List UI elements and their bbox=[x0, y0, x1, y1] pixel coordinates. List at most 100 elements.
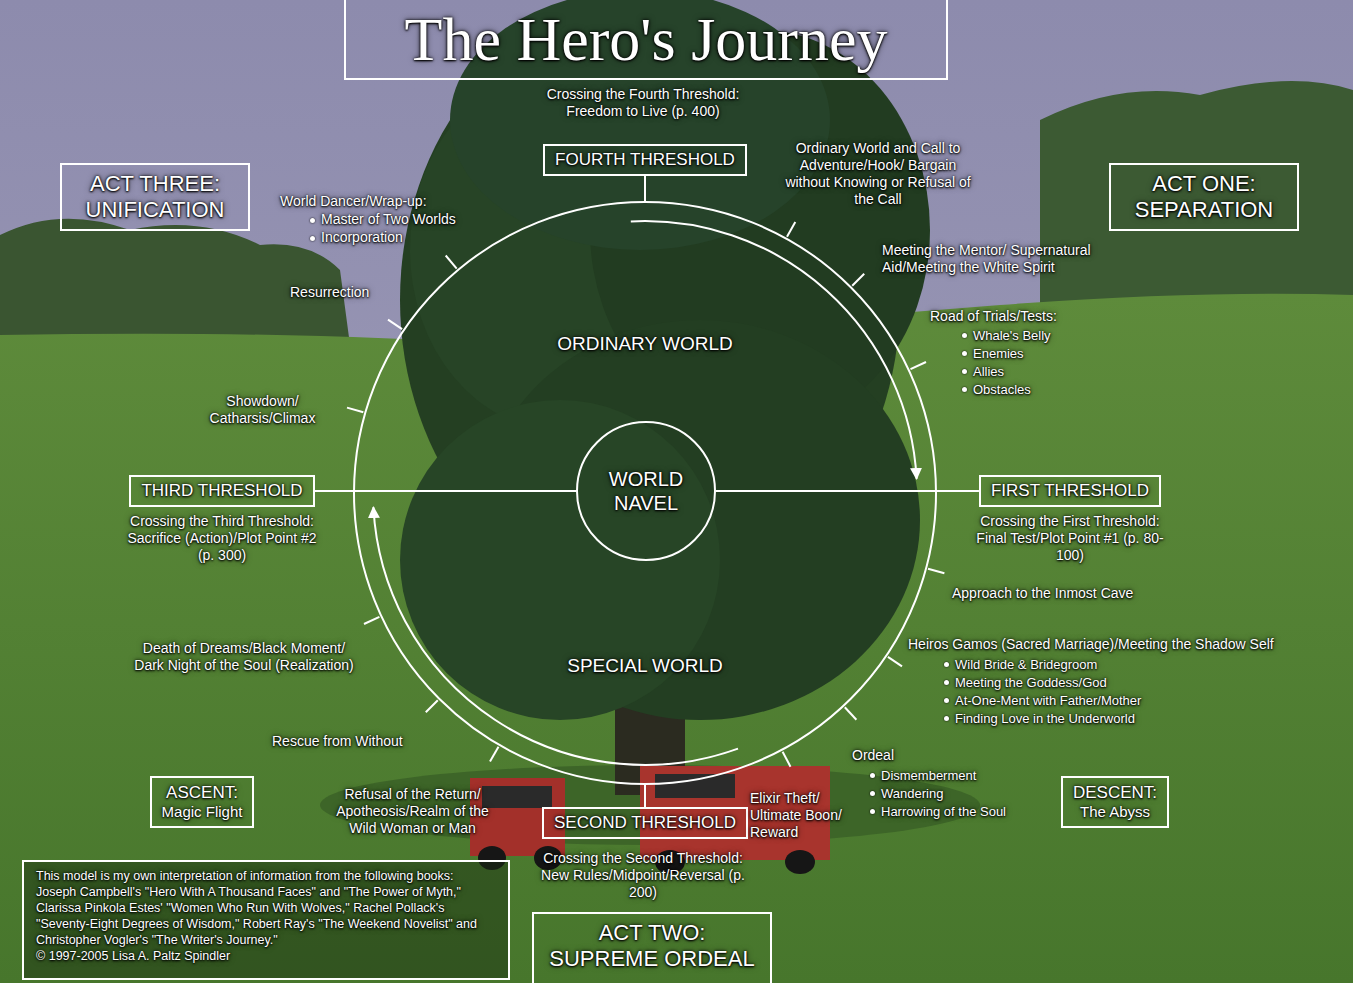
bullet-text: Dismemberment bbox=[881, 767, 976, 784]
node-text: ASCENT: bbox=[162, 783, 243, 803]
annotation-text: Showdown/ Catharsis/Climax bbox=[200, 393, 325, 427]
circle-outline bbox=[577, 422, 715, 560]
bullet-item: Wandering bbox=[870, 785, 943, 802]
annotation: Elixir Theft/ Ultimate Boon/ Reward bbox=[750, 790, 858, 841]
outlined-box: ACT THREE: UNIFICATION bbox=[60, 163, 250, 231]
bullet-text: Obstacles bbox=[973, 381, 1031, 398]
bullet-dot bbox=[944, 698, 949, 703]
circle-outline bbox=[354, 202, 936, 784]
connector-line bbox=[644, 785, 646, 807]
bullet-item: At-One-Ment with Father/Mother bbox=[944, 692, 1141, 709]
node-text: SECOND THRESHOLD bbox=[554, 813, 736, 833]
bullet-dot bbox=[944, 716, 949, 721]
title-text: The Hero's Journey bbox=[346, 0, 946, 74]
annotation: Showdown/ Catharsis/Climax bbox=[200, 393, 325, 427]
annotation-text: Ordinary World and Call to Adventure/Hoo… bbox=[778, 140, 978, 208]
leader-tick bbox=[364, 617, 379, 624]
bullet-text: Meeting the Goddess/God bbox=[955, 674, 1107, 691]
annotation: Heiros Gamos (Sacred Marriage)/Meeting t… bbox=[908, 636, 1274, 653]
annotation: Ordeal bbox=[852, 747, 894, 764]
node-text: The Abyss bbox=[1073, 803, 1157, 821]
annotation: Meeting the Mentor/ Supernatural Aid/Mee… bbox=[882, 242, 1152, 276]
annotation-text: Crossing the Third Threshold: Sacrifice … bbox=[122, 513, 322, 564]
bullet-item: Incorporation bbox=[310, 229, 403, 246]
annotation: Crossing the Third Threshold: Sacrifice … bbox=[122, 513, 322, 564]
far-trees bbox=[0, 219, 350, 345]
node-text: Magic Flight bbox=[162, 803, 243, 821]
leader-tick bbox=[490, 747, 499, 762]
outlined-box: ASCENT:Magic Flight bbox=[150, 776, 255, 828]
annotation-text: Ordeal bbox=[852, 747, 894, 764]
outlined-box: ACT ONE: SEPARATION bbox=[1109, 163, 1299, 231]
bullet-item: Finding Love in the Underworld bbox=[944, 710, 1135, 727]
bullet-item: Wild Bride & Bridegroom bbox=[944, 656, 1097, 673]
leader-tick bbox=[911, 362, 927, 369]
node-text: FIRST THRESHOLD bbox=[991, 481, 1149, 501]
annotation: Approach to the Inmost Cave bbox=[952, 585, 1133, 602]
circle-node: WORLD NAVEL bbox=[576, 421, 716, 561]
node-text: © 1997-2005 Lisa A. Paltz Spindler bbox=[36, 948, 496, 964]
annotation-text: Heiros Gamos (Sacred Marriage)/Meeting t… bbox=[908, 636, 1274, 653]
node-text: FOURTH THRESHOLD bbox=[555, 150, 735, 170]
jeep-wheel bbox=[785, 850, 815, 874]
outlined-box: DESCENT:The Abyss bbox=[1061, 776, 1169, 828]
node-text: ORDINARY WORLD bbox=[353, 332, 937, 355]
annotation-text: Road of Trials/Tests: bbox=[930, 308, 1057, 325]
bullet-text: Harrowing of the Soul bbox=[881, 803, 1006, 820]
annotation-text: Crossing the Fourth Threshold: Freedom t… bbox=[543, 86, 743, 120]
bullet-item: Master of Two Worlds bbox=[310, 211, 456, 228]
bullet-item: Meeting the Goddess/God bbox=[944, 674, 1107, 691]
title-box: The Hero's Journey bbox=[344, 0, 948, 80]
annotation: Crossing the First Threshold: Final Test… bbox=[970, 513, 1170, 564]
bullet-text: Whale's Belly bbox=[973, 327, 1051, 344]
annotation-text: Death of Dreams/Black Moment/ Dark Night… bbox=[128, 640, 360, 674]
outlined-box: FIRST THRESHOLD bbox=[979, 475, 1161, 507]
bullet-dot bbox=[944, 662, 949, 667]
annotation: Ordinary World and Call to Adventure/Hoo… bbox=[778, 140, 978, 208]
node-text: This model is my own interpretation of i… bbox=[36, 868, 496, 948]
jeep-window bbox=[655, 774, 735, 798]
bullet-text: Finding Love in the Underworld bbox=[955, 710, 1135, 727]
bullet-item: Dismemberment bbox=[870, 767, 976, 784]
outlined-box: FOURTH THRESHOLD bbox=[543, 144, 747, 176]
annotation-text: Approach to the Inmost Cave bbox=[952, 585, 1133, 602]
leader-tick bbox=[783, 752, 791, 767]
leader-tick bbox=[426, 700, 438, 712]
bullet-dot bbox=[962, 333, 967, 338]
jeep-window bbox=[482, 786, 552, 808]
outlined-box: THIRD THRESHOLD bbox=[129, 475, 314, 507]
leader-tick bbox=[388, 320, 402, 330]
leader-tick bbox=[852, 274, 864, 286]
bullet-text: Wandering bbox=[881, 785, 943, 802]
bullet-dot bbox=[962, 369, 967, 374]
bullet-text: Master of Two Worlds bbox=[321, 211, 456, 228]
outlined-box: SECOND THRESHOLD bbox=[542, 807, 748, 839]
leader-tick bbox=[928, 569, 944, 573]
node-text: THIRD THRESHOLD bbox=[141, 481, 302, 501]
connector-line bbox=[716, 490, 979, 492]
leader-tick bbox=[787, 222, 795, 237]
annotation: Resurrection bbox=[290, 284, 369, 301]
annotation-text: Crossing the Second Threshold: New Rules… bbox=[538, 850, 748, 901]
bullet-dot bbox=[870, 773, 875, 778]
bullet-dot bbox=[310, 218, 315, 223]
annotation-text: Meeting the Mentor/ Supernatural Aid/Mee… bbox=[882, 242, 1152, 276]
circle-node: ORDINARY WORLDSPECIAL WORLDWORLD NAVEL bbox=[353, 201, 937, 785]
leader-tick bbox=[446, 256, 457, 269]
circle-outline bbox=[576, 421, 716, 561]
node-text: ACT TWO: SUPREME ORDEAL bbox=[546, 920, 758, 972]
annotation: World Dancer/Wrap-up: bbox=[280, 193, 427, 210]
annotation-text: Refusal of the Return/ Apotheosis/Realm … bbox=[325, 786, 500, 837]
grass-field bbox=[0, 294, 1353, 983]
outlined-box: ACT TWO: SUPREME ORDEAL bbox=[532, 912, 772, 983]
annotation-text: World Dancer/Wrap-up: bbox=[280, 193, 427, 210]
node-text: ACT THREE: UNIFICATION bbox=[72, 171, 238, 223]
node-text: DESCENT: bbox=[1073, 783, 1157, 803]
annotation: Road of Trials/Tests: bbox=[930, 308, 1057, 325]
bullet-item: Harrowing of the Soul bbox=[870, 803, 1006, 820]
far-trees bbox=[1040, 81, 1353, 310]
bullet-text: At-One-Ment with Father/Mother bbox=[955, 692, 1141, 709]
bullet-dot bbox=[944, 680, 949, 685]
bullet-text: Wild Bride & Bridegroom bbox=[955, 656, 1097, 673]
bullet-dot bbox=[870, 791, 875, 796]
